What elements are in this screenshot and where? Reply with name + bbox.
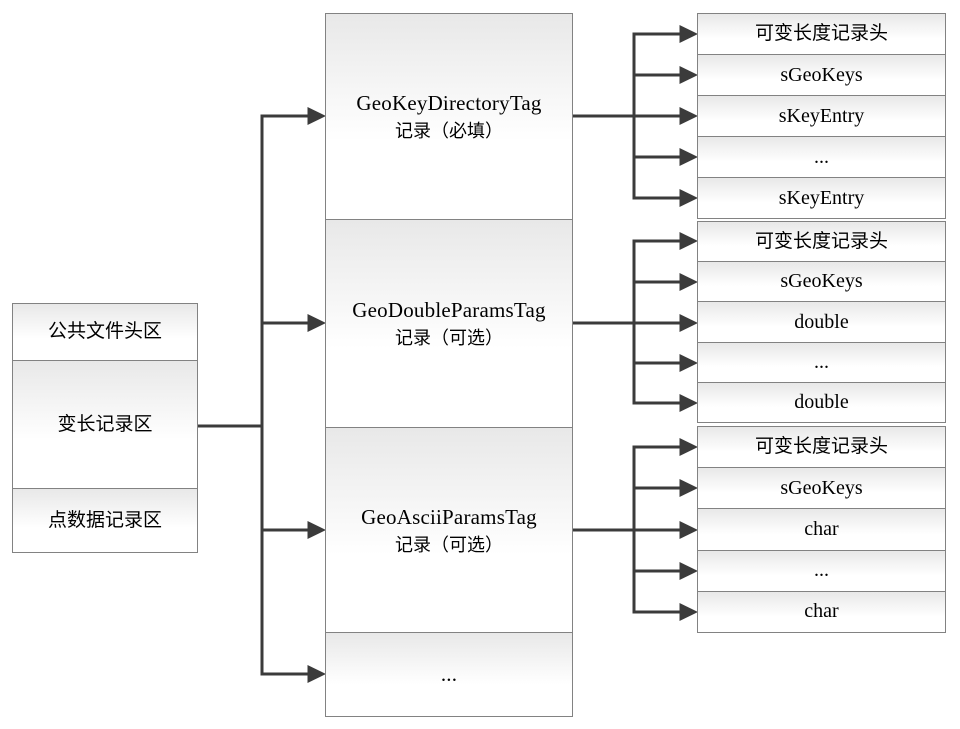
cell-vlr-header: 可变长度记录头 <box>698 427 945 469</box>
cell-label: 可变长度记录头 <box>754 436 888 458</box>
cell-public-file-header: 公共文件头区 <box>13 304 197 361</box>
cell-label: ... <box>814 145 829 168</box>
vlr-geo-tags-box: GeoKeyDirectoryTag 记录（必填） GeoDoubleParam… <box>325 13 573 717</box>
arrowhead-icon <box>307 107 326 125</box>
cell-sgeokeys: sGeoKeys <box>698 468 945 510</box>
cell-ellipsis: ... <box>698 342 945 383</box>
connector-left-tree <box>198 107 326 683</box>
tag-name: GeoAsciiParamsTag <box>361 504 537 529</box>
cell-label: 可变长度记录头 <box>754 230 888 252</box>
arrowhead-icon <box>679 479 698 497</box>
arrowhead-icon <box>679 107 698 125</box>
cell-label: double <box>794 390 849 413</box>
cell-ellipsis: ... <box>698 137 945 178</box>
tag-note: 记录（可选） <box>395 534 503 555</box>
cell-label: sKeyEntry <box>778 186 865 209</box>
arrowhead-icon <box>307 314 326 332</box>
cell-label: char <box>804 518 839 540</box>
arrowhead-icon <box>679 521 698 539</box>
cell-skeyentry: sKeyEntry <box>698 178 945 218</box>
arrowhead-icon <box>679 438 698 456</box>
cell-vlr-header: 可变长度记录头 <box>698 222 945 263</box>
cell-ellipsis: ... <box>326 633 572 716</box>
cell-label: sGeoKeys <box>780 63 863 86</box>
las-file-areas-box: 公共文件头区 变长记录区 点数据记录区 <box>12 303 198 553</box>
cell-label: double <box>794 310 849 333</box>
cell-variable-length-records: 变长记录区 <box>13 361 197 489</box>
tag-name: GeoKeyDirectoryTag <box>356 91 542 116</box>
cell-label: ... <box>814 350 829 373</box>
cell-geoasciiparamstag: GeoAsciiParamsTag 记录（可选） <box>326 428 572 633</box>
cell-vlr-header: 可变长度记录头 <box>698 14 945 55</box>
tag-name: GeoDoubleParamsTag <box>352 298 546 323</box>
arrowhead-icon <box>307 665 326 683</box>
connector-right-tree-2 <box>572 232 698 412</box>
ellipsis-label: ... <box>440 662 458 687</box>
cell-double: double <box>698 382 945 423</box>
cell-sgeokeys: sGeoKeys <box>698 262 945 303</box>
geodoubleparamstag-record-box: 可变长度记录头 sGeoKeys double ... double <box>697 221 946 423</box>
cell-geokeydirectorytag: GeoKeyDirectoryTag 记录（必填） <box>326 14 572 220</box>
cell-double: double <box>698 302 945 343</box>
arrowhead-icon <box>679 273 698 291</box>
arrowhead-icon <box>679 562 698 580</box>
cell-char: char <box>698 509 945 551</box>
arrowhead-icon <box>679 66 698 84</box>
connector-right-tree-1 <box>572 25 698 207</box>
cell-sgeokeys: sGeoKeys <box>698 55 945 96</box>
cell-label: char <box>804 600 839 623</box>
arrowhead-icon <box>679 232 698 250</box>
arrowhead-icon <box>307 521 326 539</box>
tag-note: 记录（可选） <box>395 328 503 349</box>
arrowhead-icon <box>679 603 698 621</box>
geokeydirectorytag-record-box: 可变长度记录头 sGeoKeys sKeyEntry ... sKeyEntry <box>697 13 946 219</box>
cell-geodoubleparamstag: GeoDoubleParamsTag 记录（可选） <box>326 220 572 428</box>
cell-char: char <box>698 591 945 633</box>
arrowhead-icon <box>679 25 698 43</box>
arrowhead-icon <box>679 354 698 372</box>
cell-ellipsis: ... <box>698 550 945 592</box>
cell-label: 点数据记录区 <box>47 509 162 531</box>
cell-label: sGeoKeys <box>780 476 863 499</box>
arrowhead-icon <box>679 394 698 412</box>
cell-label: 变长记录区 <box>57 413 153 435</box>
cell-label: sKeyEntry <box>778 104 865 127</box>
cell-label: 可变长度记录头 <box>754 23 888 45</box>
geoasciiparamstag-record-box: 可变长度记录头 sGeoKeys char ... char <box>697 426 946 633</box>
cell-label: 公共文件头区 <box>47 321 162 343</box>
cell-point-data-records: 点数据记录区 <box>13 489 197 552</box>
cell-skeyentry: sKeyEntry <box>698 96 945 137</box>
connector-right-tree-3 <box>572 438 698 621</box>
arrowhead-icon <box>679 148 698 166</box>
cell-label: ... <box>814 559 829 582</box>
tag-note: 记录（必填） <box>395 121 503 142</box>
cell-label: sGeoKeys <box>780 270 863 293</box>
arrowhead-icon <box>679 189 698 207</box>
arrowhead-icon <box>679 314 698 332</box>
